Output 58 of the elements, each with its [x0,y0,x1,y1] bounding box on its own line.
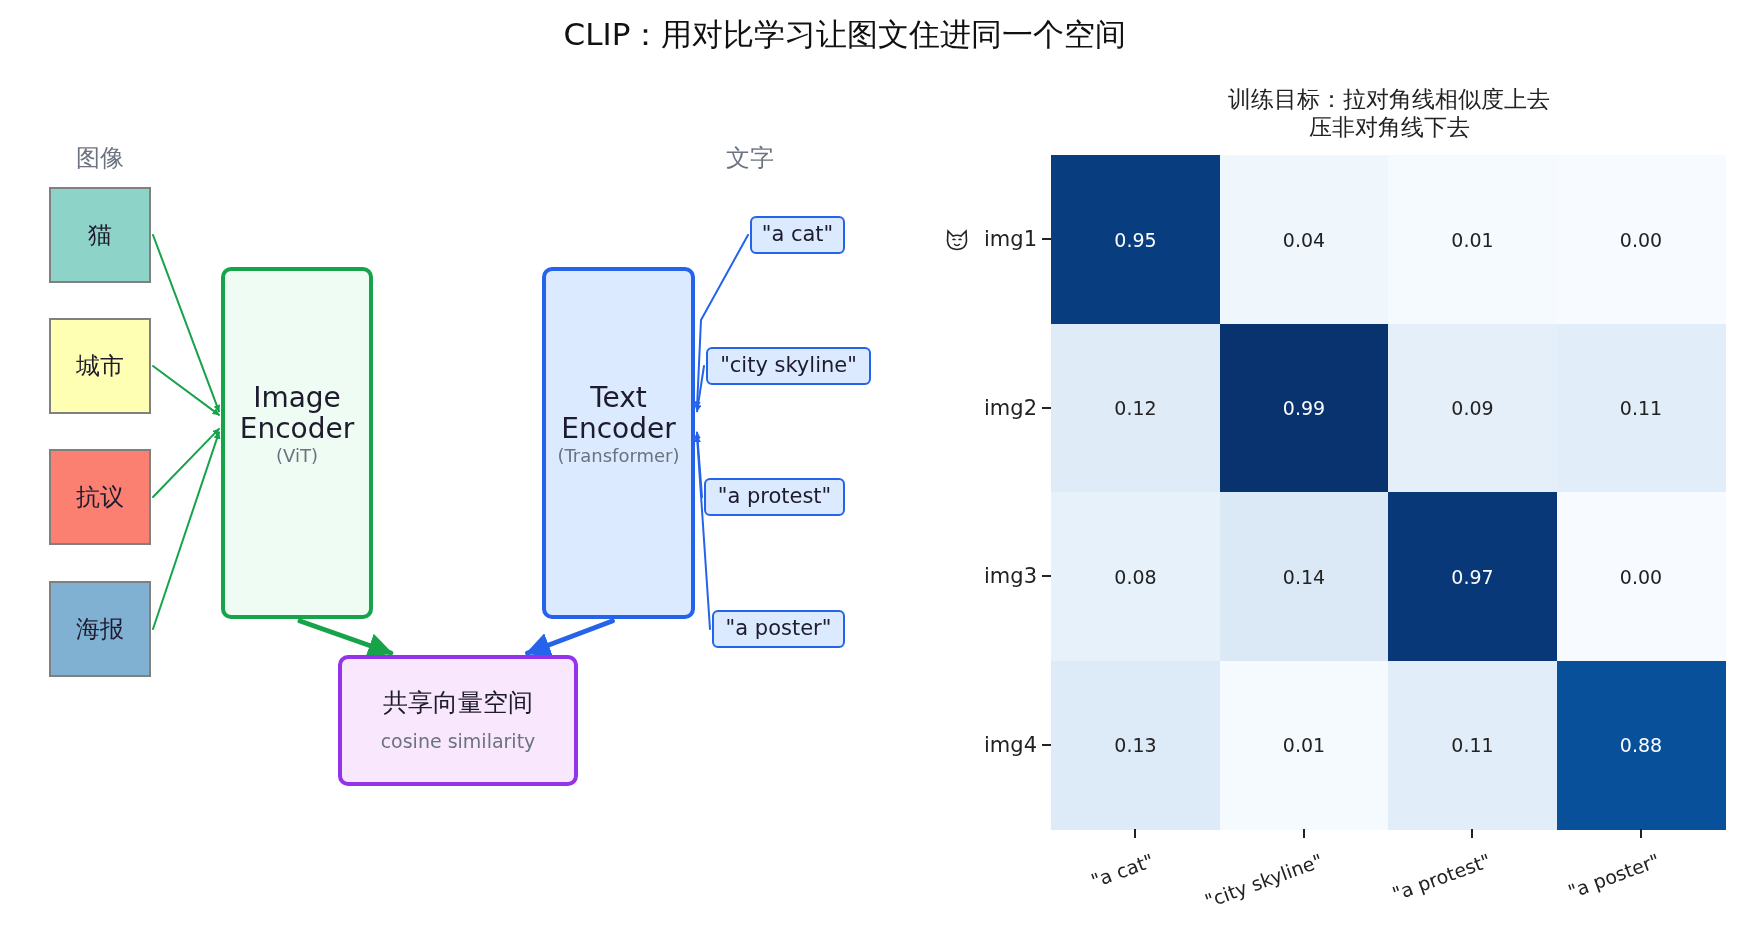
diagram-title: CLIP：用对比学习让图文住进同一个空间 [563,15,1127,54]
node-title: "a protest" [717,485,832,509]
node-title: 共享向量空间 [383,688,533,717]
node-subtitle: (Transformer) [557,444,680,466]
heatmap-cell: 0.11 [1556,323,1726,493]
row-label: img4 [984,732,1037,757]
heatmap-title: 训练目标：拉对角线相似度上去压非对角线下去 [1227,86,1551,142]
node-title: Image Encoder [238,383,356,445]
node-subtitle: (ViT) [276,444,318,466]
image-sample-box [49,449,151,545]
heatmap-cell: 0.01 [1219,660,1389,830]
arrow [297,618,394,658]
node-title: 城市 [76,352,124,380]
node-title: Text Encoder [560,383,677,445]
heatmap-cell: 0.00 [1556,155,1726,324]
heatmap-cell: 0.97 [1388,492,1557,661]
heatmap-cell: 0.00 [1556,492,1726,661]
caption-box [704,478,845,516]
shared-space-box [338,655,578,786]
heatmap-cell: 0.01 [1388,155,1557,324]
arrow [694,431,703,498]
arrow [152,234,221,413]
row-label: img3 [984,564,1037,589]
node-title: 抗议 [76,483,124,511]
heatmap-cell: 0.14 [1219,492,1389,661]
arrow [152,365,220,416]
heatmap-cell: 0.12 [1051,323,1220,493]
image-sample-box [49,581,151,677]
encoder-box [221,267,373,619]
node-title: "city skyline" [720,354,857,378]
heatmap-cell: 0.13 [1051,660,1220,830]
heatmap-cell: 0.09 [1388,323,1557,493]
caption-box [706,347,871,385]
heatmap-cell: 0.04 [1219,155,1389,324]
arrow [525,618,615,657]
node-subtitle: cosine similarity [380,730,536,753]
node-title: 猫 [88,221,112,249]
heatmap-cell: 0.88 [1556,660,1726,830]
heatmap-cell: 0.11 [1388,660,1557,830]
row-label: img2 [984,395,1037,420]
column-label: "a cat" [1088,849,1157,892]
arrow [694,365,705,413]
node-title: "a poster" [725,617,832,641]
image-sample-box [49,318,151,414]
heatmap-cell: 0.95 [1051,155,1220,324]
heatmap-cell: 0.08 [1051,492,1220,661]
group-label: 文字 [726,143,774,174]
arrow [152,427,220,498]
caption-box [712,610,845,648]
heatmap-cell: 0.99 [1219,323,1389,493]
arrow [152,431,221,630]
node-title: 海报 [76,615,124,643]
encoder-box [542,267,695,619]
caption-box [750,216,845,254]
image-sample-box [49,187,151,283]
group-label: 图像 [76,143,124,174]
row-label: img1 [984,227,1037,252]
node-title: "a cat" [761,223,834,247]
